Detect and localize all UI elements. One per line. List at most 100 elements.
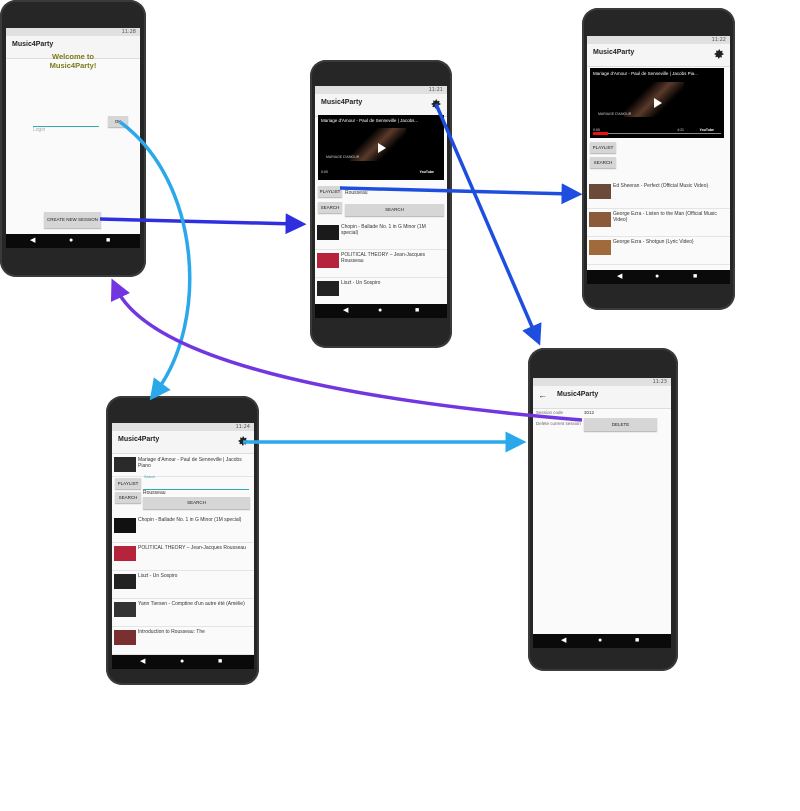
back-icon[interactable]: ◀ (140, 658, 146, 665)
list-item[interactable]: Liszt - Un Sospiro (112, 570, 254, 599)
item-title: Liszt - Un Sospiro (138, 573, 178, 579)
delete-button[interactable]: DELETE (584, 418, 657, 431)
home-icon[interactable]: ● (655, 273, 660, 280)
list-item[interactable]: Liszt - Un Sospiro (315, 277, 447, 306)
video-frame (623, 82, 684, 117)
item-title: Chopin - Ballade No. 1 in G Minor (1M sp… (138, 517, 242, 523)
app-title: Music4Party (118, 436, 160, 443)
phone-settings: 11:23 ← Music4Party Session code 3012 De… (528, 348, 678, 671)
thumbnail (114, 518, 136, 533)
search-button[interactable]: SEARCH (345, 204, 444, 216)
back-icon[interactable]: ◀ (343, 307, 349, 314)
nav-bar: ◀ ● ■ (6, 234, 140, 248)
thumbnail (114, 546, 136, 561)
search-tab-button[interactable]: SEARCH (115, 492, 141, 503)
status-bar: 11:23 (533, 378, 671, 386)
video-frame (349, 128, 407, 161)
recents-icon[interactable]: ■ (693, 273, 698, 280)
video-player[interactable]: Mariage d'Amour - Paul de Senneville | J… (318, 115, 444, 180)
progress-bar[interactable] (593, 132, 721, 135)
gear-icon[interactable] (713, 48, 725, 60)
nav-bar: ◀ ● ■ (533, 634, 671, 648)
home-icon[interactable]: ● (598, 637, 603, 644)
login-input[interactable]: Login (33, 118, 99, 133)
item-title: Ed Sheeran - Perfect (Official Music Vid… (613, 183, 709, 189)
app-toolbar: ← Music4Party (533, 386, 671, 409)
search-tab-button[interactable]: SEARCH (318, 202, 342, 213)
item-title: POLITICAL THEORY – Jean-Jacques Rousseau (341, 252, 426, 264)
list-item[interactable]: George Ezra - Shotgun (Lyric Video) (587, 236, 730, 265)
back-icon[interactable]: ◀ (617, 273, 623, 280)
app-toolbar: Music4Party (315, 94, 447, 117)
item-title: Mariage d'Amour - Paul de Senneville | J… (138, 457, 242, 469)
play-icon[interactable] (654, 98, 662, 108)
list-item[interactable]: Chopin - Ballade No. 1 in G Minor (1M sp… (315, 221, 447, 250)
video-player[interactable]: Mariage d'Amour - Paul de Senneville | J… (590, 68, 724, 138)
list-item[interactable]: Yann Tiersen - Comptine d'un autre été (… (112, 598, 254, 627)
thumbnail (114, 457, 136, 472)
thumbnail (589, 212, 611, 227)
thumbnail (589, 184, 611, 199)
thumbnail (114, 630, 136, 645)
status-bar: 11:22 (587, 36, 730, 44)
playlist-button[interactable]: PLAYLIST (115, 478, 141, 489)
thumbnail (317, 225, 339, 240)
item-title: Yann Tiersen - Comptine d'un autre été (… (138, 601, 245, 607)
youtube-logo-icon: YouTube (699, 128, 714, 132)
recents-icon[interactable]: ■ (635, 637, 640, 644)
session-code-label: Session code (536, 410, 564, 415)
home-icon[interactable]: ● (180, 658, 185, 665)
list-item[interactable]: Chopin - Ballade No. 1 in G Minor (1M sp… (112, 514, 254, 543)
ok-button[interactable]: OK (108, 116, 128, 127)
back-icon[interactable]: ◀ (561, 637, 567, 644)
video-time: 0:00 (593, 128, 600, 132)
recents-icon[interactable]: ■ (415, 307, 420, 314)
screen-settings: 11:23 ← Music4Party Session code 3012 De… (533, 378, 671, 648)
list-item[interactable]: Introduction to Rousseau: The (112, 626, 254, 655)
now-playing-item[interactable]: Mariage d'Amour - Paul de Senneville | J… (112, 454, 254, 477)
list-item[interactable]: Ed Sheeran - Perfect (Official Music Vid… (587, 180, 730, 209)
search-query[interactable]: Rousseau (345, 190, 368, 196)
session-code-value: 3012 (584, 410, 595, 415)
gear-icon[interactable] (430, 98, 442, 110)
thumbnail (317, 253, 339, 268)
search-button[interactable]: SEARCH (143, 497, 250, 509)
home-icon[interactable]: ● (378, 307, 383, 314)
create-session-button[interactable]: CREATE NEW SESSION (44, 212, 101, 228)
thumbnail (114, 574, 136, 589)
login-placeholder: Login (33, 127, 46, 133)
playlist-button[interactable]: PLAYLIST (318, 186, 342, 197)
nav-bar: ◀ ● ■ (112, 655, 254, 669)
search-field-hint: Search (144, 475, 156, 479)
recents-icon[interactable]: ■ (218, 658, 223, 665)
search-input[interactable]: Rousseau (143, 481, 249, 496)
thumbnail (317, 281, 339, 296)
item-title: George Ezra - Listen to the Man (Officia… (613, 211, 717, 223)
screen-login: 11:28 Music4Party Welcome to Music4Party… (6, 28, 140, 248)
video-title: Mariage d'Amour - Paul de Senneville | J… (593, 71, 698, 76)
video-caption: MARIAGE D'AMOUR (326, 155, 360, 159)
gear-icon[interactable] (237, 435, 249, 447)
screen-playlist: 11:22 Music4Party Mariage d'Amour - Paul… (587, 36, 730, 284)
playlist-button[interactable]: PLAYLIST (590, 142, 616, 153)
app-toolbar: Music4Party (112, 431, 254, 454)
list-item[interactable]: POLITICAL THEORY – Jean-Jacques Rousseau (315, 249, 447, 278)
back-arrow-icon[interactable]: ← (538, 390, 547, 400)
home-icon[interactable]: ● (69, 237, 74, 244)
nav-bar: ◀ ● ■ (315, 304, 447, 318)
recents-icon[interactable]: ■ (106, 237, 111, 244)
back-icon[interactable]: ◀ (30, 237, 36, 244)
list-item[interactable]: George Ezra - Listen to the Man (Officia… (587, 208, 730, 237)
app-toolbar: Music4Party (6, 36, 140, 59)
app-toolbar: Music4Party (587, 44, 730, 67)
search-button[interactable]: SEARCH (590, 157, 616, 168)
list-item[interactable]: POLITICAL THEORY – Jean-Jacques Rousseau (112, 542, 254, 571)
thumbnail (589, 240, 611, 255)
phone-login: 11:28 Music4Party Welcome to Music4Party… (0, 0, 146, 277)
play-icon[interactable] (378, 142, 386, 153)
status-bar: 11:28 (6, 28, 140, 36)
screen-search-playing: 11:24 Music4Party Mariage d'Amour - Paul… (112, 423, 254, 669)
video-caption: MARIAGE D'AMOUR (598, 112, 632, 116)
youtube-logo-icon: YouTube (419, 170, 434, 174)
item-title: POLITICAL THEORY – Jean-Jacques Rousseau (138, 545, 246, 551)
